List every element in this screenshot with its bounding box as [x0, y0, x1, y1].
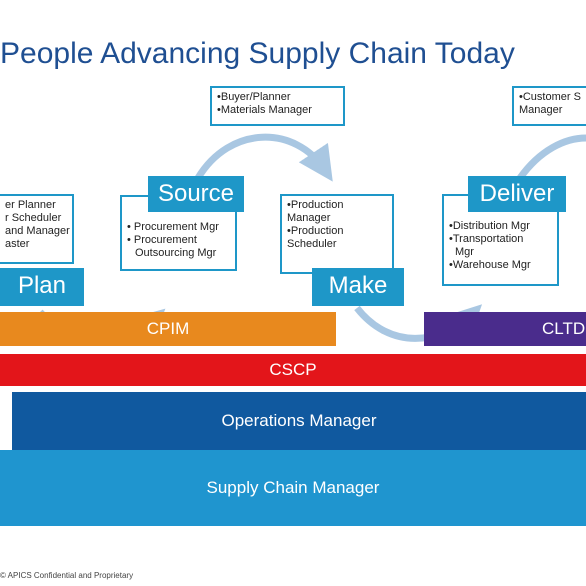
band-cpim: CPIM: [0, 312, 336, 346]
role-item: •Production: [287, 225, 344, 237]
role-item: Mgr: [455, 246, 474, 258]
role-item: r Scheduler: [5, 212, 62, 224]
role-item: Manager: [287, 212, 331, 224]
arrow-source-to-make: [195, 133, 333, 182]
make-roles-box: •Production Manager •Production Schedule…: [280, 194, 394, 274]
role-item: •Customer S: [519, 91, 581, 103]
role-item: • Procurement: [127, 234, 197, 246]
role-item: Manager: [519, 104, 563, 116]
band-cscp: CSCP: [0, 354, 586, 386]
footer-text: © APICS Confidential and Proprietary: [0, 571, 134, 580]
role-item: •Distribution Mgr: [449, 220, 530, 232]
role-item: •Buyer/Planner: [217, 91, 291, 103]
buyer-roles-box: •Buyer/Planner •Materials Manager: [210, 86, 345, 126]
customer-roles-box: •Customer S Manager: [512, 86, 586, 126]
plan-roles-box: er Planner r Scheduler and Manager aster: [0, 194, 74, 264]
band-cltd: CLTD: [424, 312, 586, 346]
role-item: er Planner: [5, 199, 56, 211]
role-item: •Transportation: [449, 233, 524, 245]
page-title: People Advancing Supply Chain Today: [0, 37, 515, 70]
stage-make: Make: [312, 268, 404, 306]
role-item: •Materials Manager: [217, 104, 312, 116]
role-item: •Warehouse Mgr: [449, 259, 531, 271]
role-item: aster: [5, 238, 30, 250]
role-item: Outsourcing Mgr: [135, 247, 217, 259]
band-supply-chain-manager: Supply Chain Manager: [0, 450, 586, 526]
band-operations-manager: Operations Manager: [12, 392, 586, 450]
stage-deliver: Deliver: [468, 176, 566, 212]
arrow-deliver-to-next: [517, 134, 586, 181]
role-item: •Production: [287, 199, 344, 211]
role-item: • Procurement Mgr: [127, 221, 219, 233]
role-item: and Manager: [5, 225, 70, 237]
role-item: Scheduler: [287, 238, 337, 250]
stage-plan: Plan: [0, 268, 84, 306]
stage-source: Source: [148, 176, 244, 212]
